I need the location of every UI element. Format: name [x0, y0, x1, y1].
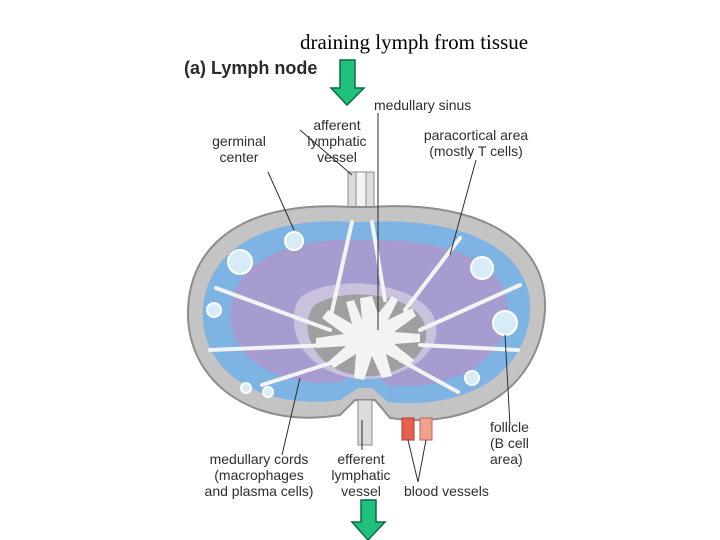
- label-medullary-cords-line-2: (macrophages: [214, 467, 304, 483]
- blood-vessels: [401, 417, 433, 441]
- label-efferent-line-3: vessel: [341, 483, 381, 499]
- inflow-arrow-icon: [329, 59, 366, 107]
- label-germinal-line-2: center: [219, 149, 259, 165]
- label-afferent-line-3: vessel: [317, 149, 357, 165]
- outflow-arrow-icon: [350, 499, 387, 540]
- germinal-centers: [206, 231, 518, 398]
- label-paracortical-line-2: (mostly T cells): [429, 143, 523, 159]
- label-follicle-line-2: (B cell: [490, 435, 529, 451]
- label-blood-vessels: blood vessels: [404, 483, 489, 499]
- label-paracortical-line-1: paracortical area: [423, 127, 529, 143]
- trabeculae: [208, 220, 522, 394]
- label-afferent-line-1: afferent: [313, 117, 361, 133]
- label-medullary-cords-line-1: medullary cords: [209, 451, 309, 467]
- label-efferent-line-1: efferent: [337, 451, 385, 467]
- label-afferent-line-2: lymphatic: [307, 133, 367, 149]
- label-medullary-sinus: medullary sinus: [374, 97, 472, 113]
- label-efferent-line-2: lymphatic: [331, 467, 391, 483]
- top-caption: draining lymph from tissue: [300, 30, 529, 54]
- panel-title: (a) Lymph node: [184, 58, 318, 78]
- efferent-vessel: [357, 399, 373, 446]
- label-germinal-line-1: germinal: [212, 133, 266, 149]
- label-follicle-line-1: follicle: [490, 419, 529, 435]
- label-follicle-line-3: area): [490, 451, 523, 467]
- label-medullary-cords-line-3: and plasma cells): [204, 483, 314, 499]
- leader-lines: [267, 113, 511, 483]
- medullary-sinus: [316, 296, 420, 380]
